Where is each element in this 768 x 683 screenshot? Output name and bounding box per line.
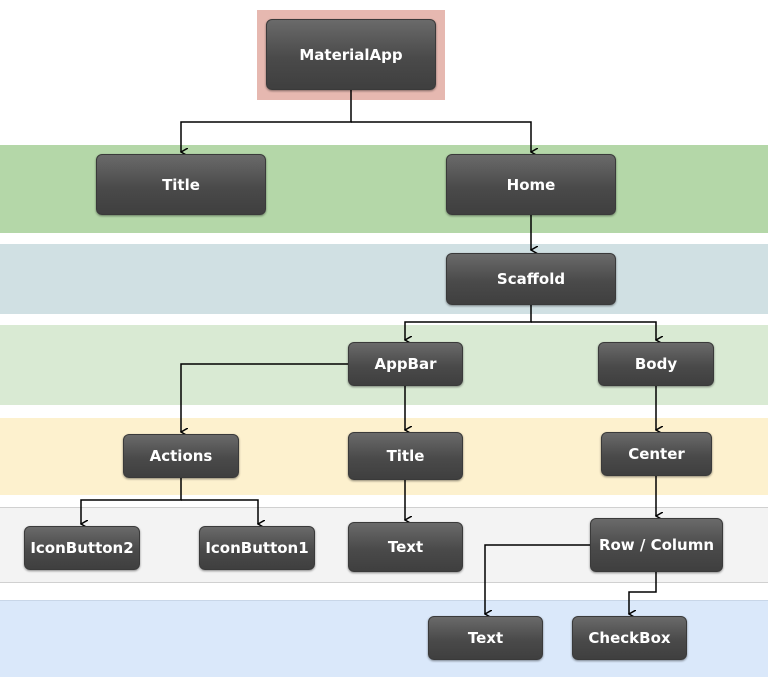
edge-materialapp-title xyxy=(181,90,352,152)
node-title-text: Text xyxy=(348,522,463,572)
node-body: Body xyxy=(598,342,714,386)
node-scaffold: Scaffold xyxy=(446,253,616,305)
node-iconbutton1: IconButton1 xyxy=(199,526,315,570)
node-iconbutton2: IconButton2 xyxy=(24,526,140,570)
edge-rowcolumn-text xyxy=(485,544,590,614)
edge-scaffold-appbar xyxy=(405,305,532,340)
node-materialapp: MaterialApp xyxy=(266,19,436,90)
edge-appbar-actions xyxy=(181,363,348,432)
node-row-column: Row / Column xyxy=(590,518,723,572)
node-checkbox: CheckBox xyxy=(572,616,687,660)
level-band-2 xyxy=(0,244,768,314)
node-title: Title xyxy=(96,154,266,215)
edge-rowcolumn-checkbox xyxy=(629,572,657,614)
node-home: Home xyxy=(446,154,616,215)
node-actions: Actions xyxy=(123,434,239,478)
node-center: Center xyxy=(601,432,712,476)
edge-scaffold-body xyxy=(531,321,656,340)
edge-actions-iconbutton2 xyxy=(81,478,182,524)
node-appbar-title: Title xyxy=(348,432,463,480)
node-row-text: Text xyxy=(428,616,543,660)
node-appbar: AppBar xyxy=(348,342,463,386)
edge-actions-iconbutton1 xyxy=(181,499,258,524)
edge-materialapp-home xyxy=(351,121,531,152)
